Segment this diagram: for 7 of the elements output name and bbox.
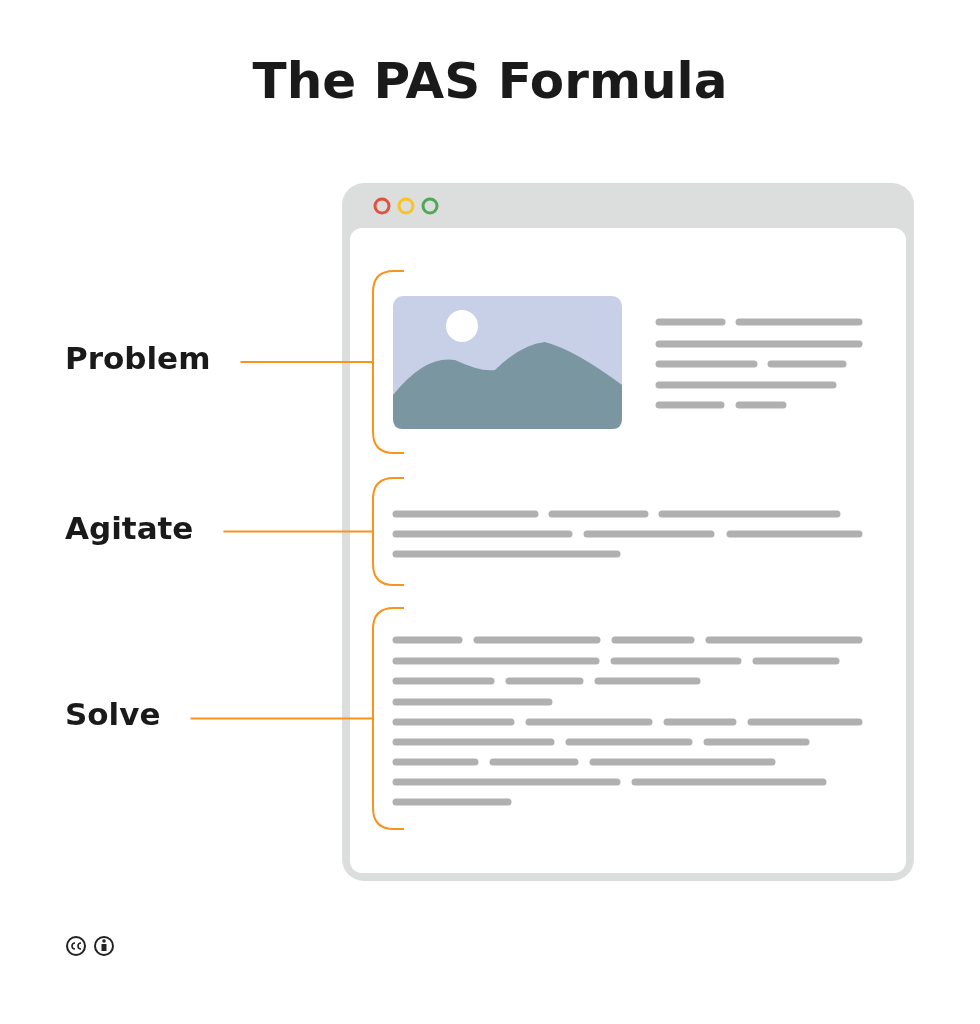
leader-line: [222, 530, 373, 533]
section-label: Solve: [65, 696, 161, 732]
leader-line: [239, 361, 373, 363]
leader-line: [189, 717, 373, 720]
section-label: Problem: [65, 340, 211, 376]
section-label: Agitate: [65, 510, 194, 546]
title: The PAS Formula: [251, 52, 729, 110]
